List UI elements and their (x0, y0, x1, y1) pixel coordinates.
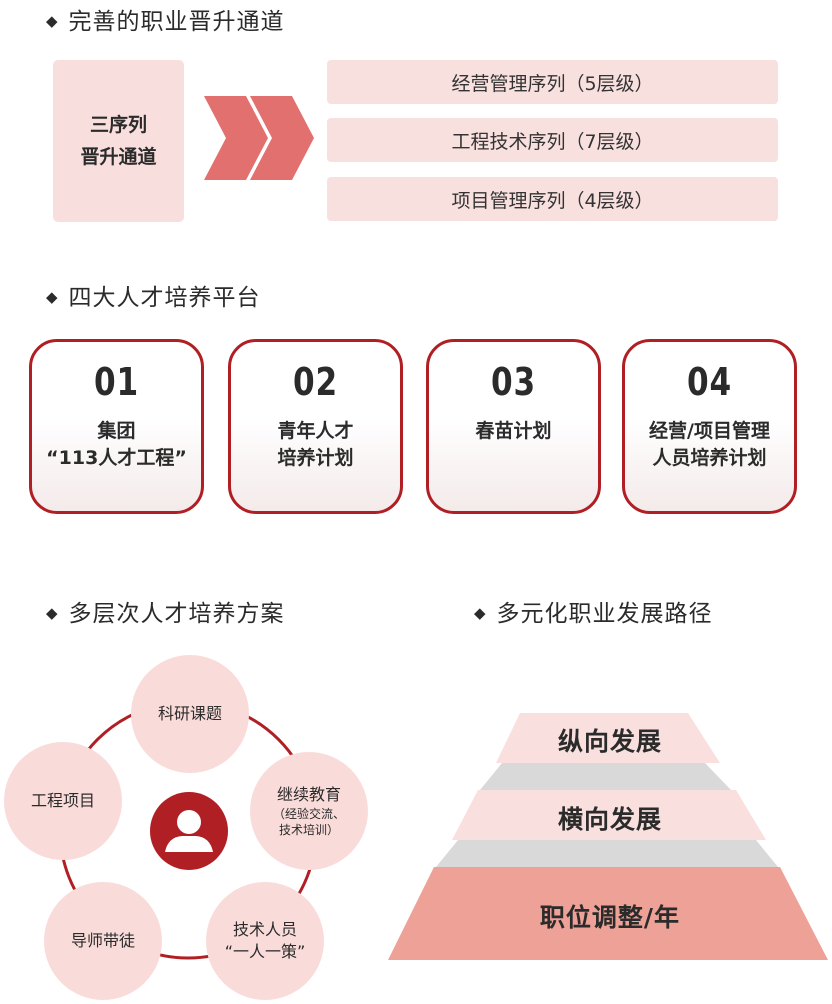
diamond-bullet-icon: ◆ (474, 604, 487, 622)
sequence-project: 项目管理序列（4层级） (327, 177, 778, 221)
pyramid-tier-vertical (496, 713, 720, 763)
section-title-paths: ◆多元化职业发展路径 (474, 601, 713, 627)
section-title-platforms: ◆四大人才培养平台 (46, 285, 261, 311)
platform-card-03: 03 春苗计划 (426, 339, 601, 514)
circle-research: 科研课题 (131, 655, 249, 773)
section-title-training: ◆多层次人才培养方案 (46, 601, 285, 627)
double-chevron-icon (204, 96, 314, 180)
circle-mentor: 导师带徒 (44, 882, 162, 1000)
pyramid-tier-position (388, 867, 828, 960)
section-title-promotion: ◆完善的职业晋升通道 (46, 9, 285, 35)
diamond-bullet-icon: ◆ (46, 12, 59, 30)
platform-card-02: 02 青年人才 培养计划 (228, 339, 403, 514)
person-avatar-icon (150, 792, 228, 870)
sequence-management: 经营管理序列（5层级） (327, 60, 778, 104)
pyramid-label-position: 职位调整/年 (539, 903, 681, 932)
circle-tech-staff: 技术人员 “一人一策” (206, 882, 324, 1000)
diamond-bullet-icon: ◆ (46, 604, 59, 622)
platform-card-01: 01 集团 “113人才工程” (29, 339, 204, 514)
circle-education: 继续教育 （经验交流、 技术培训） (250, 752, 368, 870)
sequence-engineering: 工程技术序列（7层级） (327, 118, 778, 162)
circle-engineering: 工程项目 (4, 742, 122, 860)
chevron-right-icon (250, 96, 314, 180)
chevron-left-icon (204, 96, 268, 180)
pyramid-label-vertical: 纵向发展 (557, 727, 662, 756)
platform-card-04: 04 经营/项目管理 人员培养计划 (622, 339, 797, 514)
pyramid-label-horizontal: 横向发展 (557, 805, 662, 834)
career-pyramid (388, 713, 828, 960)
diamond-bullet-icon: ◆ (46, 288, 59, 306)
pyramid-tier-horizontal (452, 790, 766, 840)
three-sequence-box: 三序列 晋升通道 (53, 60, 184, 222)
